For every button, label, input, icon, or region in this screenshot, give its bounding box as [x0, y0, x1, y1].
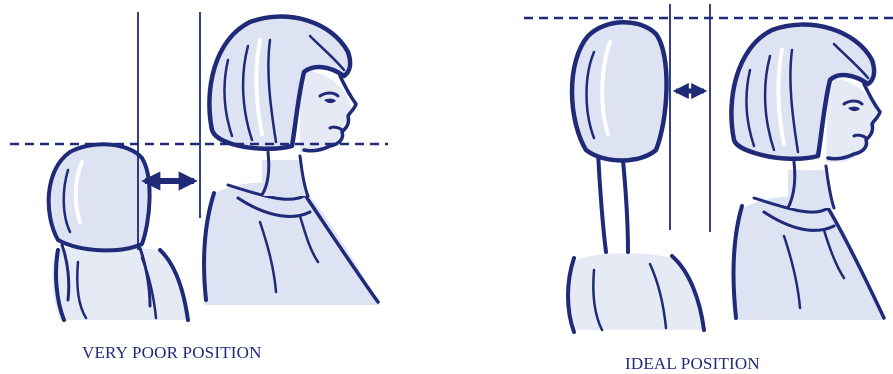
poor-seat-back	[52, 246, 188, 320]
poor-position-panel	[10, 12, 388, 320]
ideal-occupant-figure	[731, 25, 884, 320]
ideal-seat-back	[568, 253, 704, 332]
poor-occupant-figure	[202, 17, 380, 305]
ideal-position-caption: IDEAL POSITION	[625, 354, 760, 374]
very-poor-position-caption: VERY POOR POSITION	[82, 343, 262, 363]
ideal-restraint-post	[598, 152, 606, 252]
ideal-position-panel	[524, 4, 893, 332]
ideal-head-restraint	[572, 22, 667, 160]
